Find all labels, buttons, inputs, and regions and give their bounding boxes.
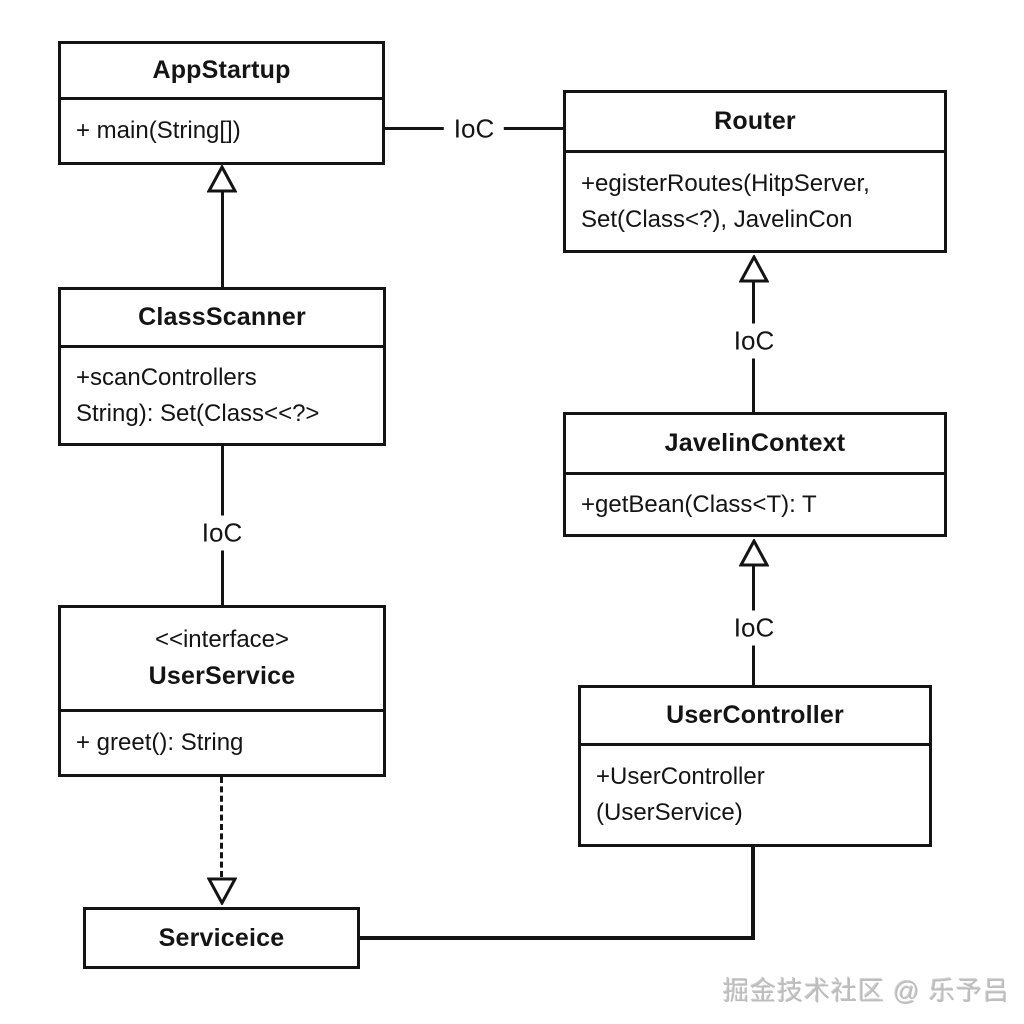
method-line: String): Set(Class<<?>	[76, 399, 320, 427]
class-box-usercontroller: UserController +UserController (UserServ…	[578, 685, 932, 847]
method-line: (UserService)	[596, 799, 743, 826]
class-header-usercontroller: UserController	[581, 688, 929, 746]
class-name-appstartup: AppStartup	[152, 56, 291, 84]
edge-userservice-serviceice-dashed	[220, 777, 223, 877]
class-box-serviceice: Serviceice	[83, 907, 360, 969]
method-line: +scanControllers	[76, 363, 257, 391]
class-methods-usercontroller: +UserController (UserService)	[581, 746, 929, 844]
method-line: +UserController	[596, 763, 765, 790]
realization-arrowhead-icon	[206, 877, 238, 907]
class-box-appstartup: AppStartup + main(String[])	[58, 41, 385, 165]
edge-label-ioc-appstartup-router: IoC	[443, 111, 505, 147]
class-name-router: Router	[714, 107, 796, 135]
class-methods-userservice: + greet(): String	[61, 712, 383, 774]
class-header-userservice: <<interface> UserService	[61, 608, 383, 712]
class-name-classscanner: ClassScanner	[138, 303, 306, 331]
edge-usercontroller-serviceice-horizontal	[360, 936, 755, 940]
method-line: + greet(): String	[76, 729, 244, 756]
method-line: +getBean(Class<T): T	[581, 490, 817, 518]
class-header-router: Router	[566, 93, 944, 153]
class-methods-appstartup: + main(String[])	[61, 100, 382, 162]
class-methods-classscanner: +scanControllers String): Set(Class<<?>	[61, 348, 383, 443]
edge-label-ioc-classscanner-userservice: IoC	[191, 515, 253, 551]
class-box-userservice: <<interface> UserService + greet(): Stri…	[58, 605, 386, 777]
class-name-serviceice: Serviceice	[158, 923, 285, 952]
generalization-arrowhead-icon	[738, 253, 770, 283]
class-box-router: Router +egisterRoutes(HitpServer, Set(Cl…	[563, 90, 947, 253]
class-name-javelincontext: JavelinContext	[664, 429, 846, 457]
class-name-usercontroller: UserController	[666, 701, 844, 729]
stereotype-label: <<interface>	[154, 626, 290, 653]
class-header-serviceice: Serviceice	[86, 910, 357, 966]
class-box-classscanner: ClassScanner +scanControllers String): S…	[58, 287, 386, 446]
class-header-appstartup: AppStartup	[61, 44, 382, 100]
class-header-javelincontext: JavelinContext	[566, 415, 944, 475]
edge-classscanner-appstartup	[221, 191, 224, 287]
class-methods-javelincontext: +getBean(Class<T): T	[566, 475, 944, 534]
generalization-arrowhead-icon	[738, 537, 770, 567]
class-box-javelincontext: JavelinContext +getBean(Class<T): T	[563, 412, 947, 537]
class-methods-router: +egisterRoutes(HitpServer, Set(Class<?),…	[566, 153, 944, 250]
edge-label-ioc-router-javelincontext: IoC	[723, 323, 785, 359]
class-name-userservice: UserService	[148, 662, 296, 690]
edge-usercontroller-serviceice-vertical	[751, 847, 755, 939]
watermark-text: 掘金技术社区 @ 乐予吕	[723, 976, 1010, 1006]
generalization-arrowhead-icon	[206, 163, 238, 193]
method-line: +egisterRoutes(HitpServer,	[581, 169, 870, 197]
method-line: Set(Class<?), JavelinCon	[581, 205, 853, 233]
method-line: + main(String[])	[76, 117, 241, 144]
class-header-classscanner: ClassScanner	[61, 290, 383, 348]
edge-label-ioc-javelincontext-usercontroller: IoC	[723, 610, 785, 646]
